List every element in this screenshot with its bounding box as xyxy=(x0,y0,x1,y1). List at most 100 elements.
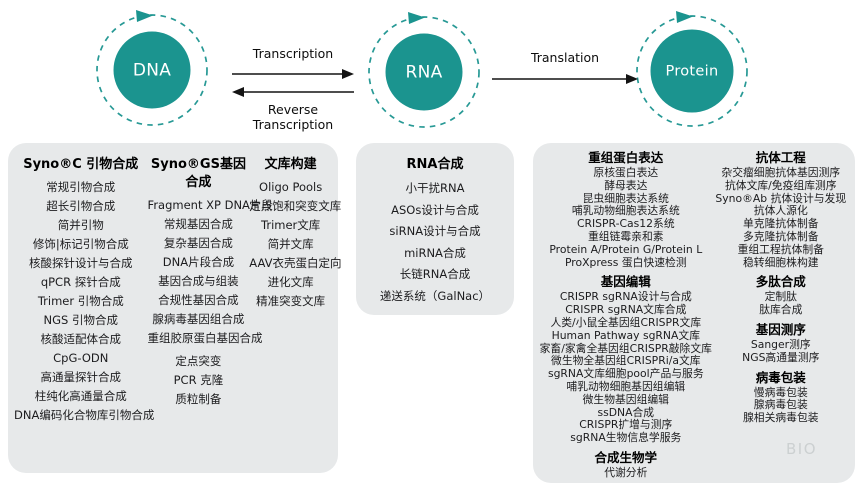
service-section-title: 合成生物学 xyxy=(594,449,658,465)
service-item: CRISPR扩增与测序 xyxy=(579,418,673,432)
rna-label: RNA xyxy=(385,33,463,111)
service-items: 定点突变 PCR 克隆质粒制备 xyxy=(148,352,250,409)
service-item: Fragment XP DNA片段 xyxy=(147,198,273,212)
service-section-title: 多肽合成 xyxy=(755,274,806,290)
transcription-arrows-icon xyxy=(232,69,354,97)
service-item: CRISPR sgRNA设计与合成 xyxy=(559,290,692,304)
service-items: 定制肽肽库合成 xyxy=(713,291,849,317)
service-item: miRNA合成 xyxy=(404,245,466,260)
service-item: 抗体人源化 xyxy=(753,204,808,218)
service-item: 核酸探针设计与合成 xyxy=(29,256,133,270)
service-item: 合规性基因合成 xyxy=(158,293,239,307)
service-item: 哺乳动物细胞表达系统 xyxy=(571,204,680,218)
service-item: 修饰|标记引物合成 xyxy=(32,237,129,251)
service-item: 多克隆抗体制备 xyxy=(743,229,819,243)
service-item: CpG-ODN xyxy=(53,351,109,365)
service-item: 质粒制备 xyxy=(175,392,222,406)
service-item: 稳转细胞株构建 xyxy=(743,255,819,269)
service-item: 昆虫细胞表达系统 xyxy=(582,191,669,205)
service-section-title: 基因测序 xyxy=(755,321,806,337)
dna-label: DNA xyxy=(113,31,191,109)
gene-synthesis-column: Syno®GS基因合成 Fragment XP DNA片段常规基因合成复杂基因合… xyxy=(147,156,273,409)
service-item: 杂交瘤细胞抗体基因测序 xyxy=(721,166,841,179)
service-item: 小干扰RNA xyxy=(405,181,465,195)
service-item: AAV衣壳蛋白定向 xyxy=(249,256,342,270)
service-item: 基因合成与组装 xyxy=(158,274,239,288)
service-item: DNA编码化合物库引物合成 xyxy=(14,408,155,422)
service-item: 原核蛋白表达 xyxy=(593,166,659,179)
service-item: 家畜/家禽全基因组CRISPR敲除文库 xyxy=(539,341,712,355)
service-item: 常规基因合成 xyxy=(163,217,233,231)
service-item: 单克隆抗体制备 xyxy=(743,217,819,231)
primer-synthesis-column: Syno®C 引物合成 常规引物合成超长引物合成简并引物修饰|标记引物合成核酸探… xyxy=(14,156,155,425)
service-item: ProXpress 蛋白快速检测 xyxy=(564,255,687,269)
service-section: 多肽合成 定制肽肽库合成 xyxy=(713,275,849,317)
service-item: Protein A/Protein G/Protein L xyxy=(549,242,703,256)
service-item: 重组胶原蛋白基因合成 xyxy=(147,331,263,345)
service-item: qPCR 探针合成 xyxy=(40,275,121,289)
service-item: 腺相关病毒包装 xyxy=(743,411,819,425)
service-item: Trimer文库 xyxy=(261,218,321,232)
service-item: sgRNA生物信息学服务 xyxy=(570,431,682,445)
service-section-title: 病毒包装 xyxy=(755,369,806,385)
translation-label: Translation xyxy=(530,50,600,65)
service-section-title: 文库构建 xyxy=(264,157,317,172)
service-section-title: 抗体工程 xyxy=(755,150,806,165)
service-item: Human Pathway sgRNA文库 xyxy=(551,328,700,342)
service-section-title: 重组蛋白表达 xyxy=(588,150,664,165)
service-item: 复杂基因合成 xyxy=(163,236,233,250)
rna-node: RNA xyxy=(364,12,484,132)
service-section: 病毒包装 慢病毒包装腺病毒包装腺相关病毒包装 xyxy=(713,369,849,425)
service-section: 合成生物学 代谢分析 xyxy=(539,449,713,480)
transcription-flow: Transcription Reverse Transcription xyxy=(232,46,354,132)
service-item: PCR 克隆 xyxy=(173,373,224,387)
service-item: NGS 引物合成 xyxy=(43,313,118,327)
service-section-title: 基因编辑 xyxy=(600,274,651,290)
service-item: 定制肽 xyxy=(764,290,797,304)
dna-services-panel: Syno®C 引物合成 常规引物合成超长引物合成简并引物修饰|标记引物合成核酸探… xyxy=(8,143,342,473)
service-item: 人类/小鼠全基因组CRISPR文库 xyxy=(550,315,702,329)
service-item: 简并文库 xyxy=(267,237,314,251)
service-item: 长链RNA合成 xyxy=(399,267,471,281)
service-item: 肽库合成 xyxy=(759,303,803,317)
service-item: 定点突变 xyxy=(175,354,222,368)
service-section: Syno®GS基因合成 Fragment XP DNA片段常规基因合成复杂基因合… xyxy=(147,156,273,348)
service-item: 核酸适配体合成 xyxy=(40,332,122,346)
service-item: Sanger测序 xyxy=(750,337,811,351)
service-item: 递送系统（GalNac） xyxy=(379,288,491,303)
service-item: 高通量探针合成 xyxy=(40,370,122,384)
service-item: CRISPR sgRNA文库合成 xyxy=(565,303,687,317)
reverse-transcription-label: Reverse Transcription xyxy=(252,102,334,132)
translation-flow: Translation xyxy=(492,50,638,89)
service-item: Trimer 引物合成 xyxy=(37,294,124,308)
rna-cycle-arrow-icon xyxy=(368,12,480,128)
protein-label: Protein xyxy=(650,29,734,113)
service-item: 超长引物合成 xyxy=(46,199,116,213)
service-item: 进化文库 xyxy=(267,275,314,289)
service-item: 简并引物 xyxy=(57,218,104,232)
transcription-label: Transcription xyxy=(252,46,334,61)
service-item: 抗体文库/免疫组库测序 xyxy=(724,178,837,192)
service-item: sgRNA文库细胞pool产品与服务 xyxy=(547,367,704,381)
service-item: Syno®Ab 抗体设计与发现 xyxy=(715,191,847,205)
service-item: 重组链霉亲和素 xyxy=(588,229,664,243)
service-items: 代谢分析 xyxy=(539,466,713,480)
